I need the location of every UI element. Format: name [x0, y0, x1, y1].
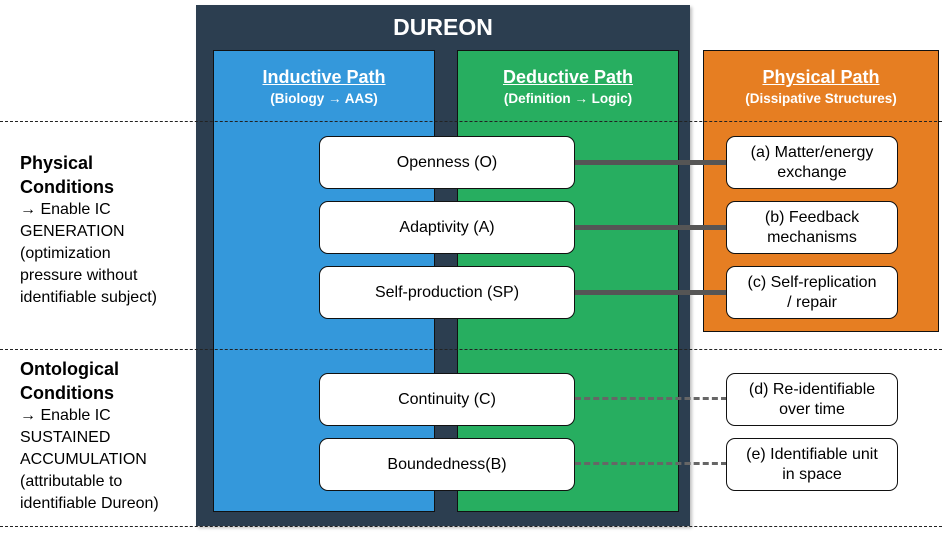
property-matter-energy-exchange: (a) Matter/energy exchange — [726, 136, 898, 189]
physical-path-title: Physical Path — [762, 67, 880, 87]
property-line: exchange — [777, 163, 847, 181]
condition-adaptivity: Adaptivity (A) — [319, 201, 575, 254]
dureon-title: DUREON — [393, 14, 493, 40]
physical-conditions-line: → Enable IC — [20, 201, 111, 218]
connector-openness — [575, 160, 727, 165]
inductive-path-title: Inductive Path — [262, 67, 386, 87]
physical-conditions-line: (optimization — [20, 245, 111, 262]
physical-path-subtitle: (Dissipative Structures) — [745, 91, 897, 106]
section-divider-middle — [0, 349, 942, 350]
property-line: mechanisms — [767, 228, 857, 246]
physical-conditions-line: pressure without — [20, 267, 138, 284]
physical-path-header: Physical Path (Dissipative Structures) — [703, 67, 939, 106]
inductive-path-subtitle: (Biology → AAS) — [270, 91, 378, 106]
ontological-conditions-label: Ontological Conditions → Enable IC SUSTA… — [20, 357, 159, 515]
condition-boundedness: Boundedness(B) — [319, 438, 575, 491]
ontological-conditions-line: SUSTAINED — [20, 429, 111, 446]
section-divider-bottom — [0, 526, 942, 527]
property-line: (d) Re-identifiable — [748, 380, 876, 398]
connector-adaptivity — [575, 225, 727, 230]
property-re-identifiable: (d) Re-identifiable over time — [726, 373, 898, 426]
ontological-conditions-line: identifiable Dureon) — [20, 495, 159, 512]
connector-continuity — [575, 397, 727, 400]
section-divider-top — [0, 121, 942, 122]
property-self-replication: (c) Self-replication / repair — [726, 266, 898, 319]
ontological-conditions-heading-2: Conditions — [20, 383, 114, 403]
property-feedback-mechanisms: (b) Feedback mechanisms — [726, 201, 898, 254]
deductive-path-header: Deductive Path (Definition → Logic) — [457, 67, 679, 106]
ontological-conditions-line: → Enable IC — [20, 407, 111, 424]
physical-conditions-heading-2: Conditions — [20, 177, 114, 197]
ontological-conditions-heading-1: Ontological — [20, 359, 119, 379]
deductive-path-subtitle: (Definition → Logic) — [503, 91, 633, 106]
physical-conditions-line: GENERATION — [20, 223, 125, 240]
physical-conditions-heading-1: Physical — [20, 153, 94, 173]
deductive-path-title: Deductive Path — [502, 67, 634, 87]
property-line: (b) Feedback — [764, 208, 860, 226]
connector-boundedness — [575, 462, 727, 465]
property-line: in space — [782, 465, 842, 483]
physical-conditions-label: Physical Conditions → Enable IC GENERATI… — [20, 151, 157, 309]
property-line: (a) Matter/energy — [750, 143, 874, 161]
ontological-conditions-line: ACCUMULATION — [20, 451, 147, 468]
property-line: over time — [779, 400, 845, 418]
inductive-path-header: Inductive Path (Biology → AAS) — [213, 67, 435, 106]
property-identifiable-unit: (e) Identifiable unit in space — [726, 438, 898, 491]
ontological-conditions-line: (attributable to — [20, 473, 123, 490]
condition-openness: Openness (O) — [319, 136, 575, 189]
property-line: / repair — [787, 293, 837, 311]
condition-self-production: Self-production (SP) — [319, 266, 575, 319]
property-line: (c) Self-replication — [747, 273, 877, 291]
condition-continuity: Continuity (C) — [319, 373, 575, 426]
connector-self-production — [575, 290, 727, 295]
property-line: (e) Identifiable unit — [746, 445, 878, 463]
physical-conditions-line: identifiable subject) — [20, 289, 157, 306]
